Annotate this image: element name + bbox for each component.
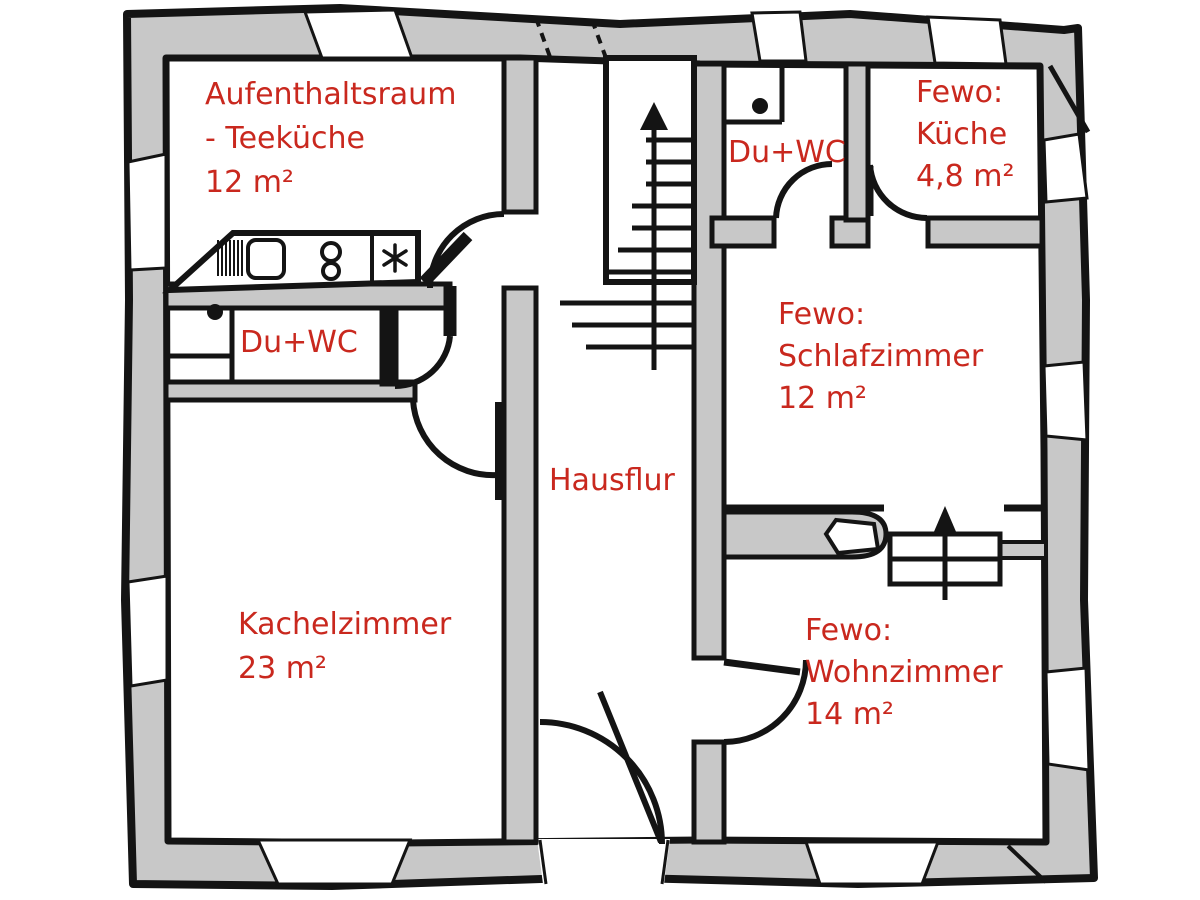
- wall-corridor-right-lower: [691, 739, 727, 845]
- label-du-wc-left: Du+WC: [240, 325, 358, 360]
- door-arc-fewo-duwc: [773, 161, 833, 219]
- door-arc-aufenthaltsraum: [427, 211, 505, 289]
- corner-line-ne: [1047, 64, 1091, 134]
- window-right-1: [1042, 132, 1089, 204]
- door-arc-wohnzimmer: [723, 659, 809, 745]
- staircase-main: [534, 17, 697, 370]
- window-top-2: [750, 10, 808, 63]
- wall-corridor-left-upper: [501, 55, 539, 215]
- entrance-opening: [537, 839, 670, 884]
- window-left-2: [126, 574, 169, 688]
- staircase-small: [887, 506, 1003, 600]
- wall-corridor-left-lower: [501, 285, 539, 845]
- small-stair-up-arrow-icon: [933, 506, 957, 600]
- window-top-1: [302, 8, 415, 60]
- window-openings: [126, 8, 1091, 886]
- door-leaf-wohnzimmer: [723, 658, 801, 676]
- doors: [394, 161, 928, 845]
- window-left-1: [126, 152, 168, 272]
- door-arc-vestibule: [394, 335, 453, 390]
- window-right-2: [1042, 360, 1089, 442]
- wall-corridor-right-upper: [691, 61, 727, 661]
- cooktop-burner-icon: [321, 261, 341, 281]
- window-bottom-1: [255, 838, 413, 886]
- wall-under-duwc-left: [163, 379, 418, 403]
- chimney-section: [823, 517, 881, 556]
- kitchen-counter: [161, 230, 421, 294]
- door-leaf-aufenthaltsraum: [419, 231, 473, 287]
- room-labels: Aufenthaltsraum - Teeküche 12 m² Du+WC K…: [205, 75, 1017, 732]
- window-bottom-2: [803, 840, 941, 886]
- stair-up-arrow-icon: [640, 102, 668, 370]
- wall-fewo-north-3: [925, 215, 1045, 249]
- wall-fewo-north-1: [709, 215, 777, 249]
- label-kachelzimmer: Kachelzimmer 23 m²: [238, 607, 461, 686]
- drain-dot-icon: [752, 98, 768, 114]
- sink-icon: [246, 238, 286, 280]
- bath-fixtures: [168, 66, 785, 380]
- drain-dot-icon: [207, 304, 223, 320]
- label-fewo-kueche: Fewo: Küche 4,8 m²: [916, 75, 1017, 194]
- ceiling-dashed-lines: [534, 17, 608, 59]
- wall-stub-right: [998, 540, 1048, 560]
- drainer-icon: [217, 240, 243, 276]
- corner-line-se: [1006, 844, 1048, 884]
- door-leaf-entrance: [597, 690, 664, 844]
- stove-asterisk-icon: [382, 243, 408, 273]
- wall-duwc-kueche: [843, 61, 871, 223]
- label-hausflur: Hausflur: [549, 463, 675, 498]
- window-right-3: [1044, 666, 1091, 772]
- door-arc-entrance: [539, 719, 665, 845]
- label-fewo-du-wc: Du+WC: [728, 135, 846, 170]
- wall-duwc-left-right: [379, 305, 399, 387]
- label-aufenthaltsraum: Aufenthaltsraum - Teeküche 12 m²: [205, 77, 466, 200]
- label-fewo-wohnzimmer: Fewo: Wohnzimmer 14 m²: [805, 613, 1012, 732]
- label-fewo-schlafzimmer: Fewo: Schlafzimmer 12 m²: [778, 297, 993, 416]
- window-top-3: [926, 15, 1008, 66]
- door-arc-kachelzimmer: [410, 399, 498, 479]
